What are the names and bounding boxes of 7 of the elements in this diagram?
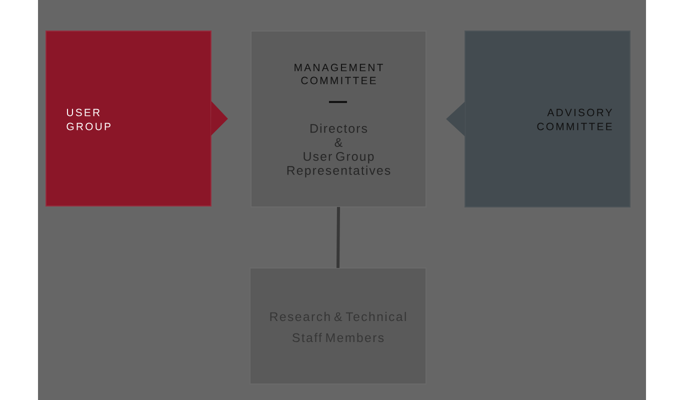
box-heading: MANAGEMENT COMMITTEE xyxy=(294,64,383,84)
connector-line xyxy=(336,206,340,268)
chevron-arrow xyxy=(446,102,466,136)
unit-box: ADVISORY COMMITTEE xyxy=(464,30,630,208)
unit-box xyxy=(250,30,426,208)
unit-box: USER GROUP xyxy=(46,30,212,206)
chevron-arrow xyxy=(210,101,228,136)
